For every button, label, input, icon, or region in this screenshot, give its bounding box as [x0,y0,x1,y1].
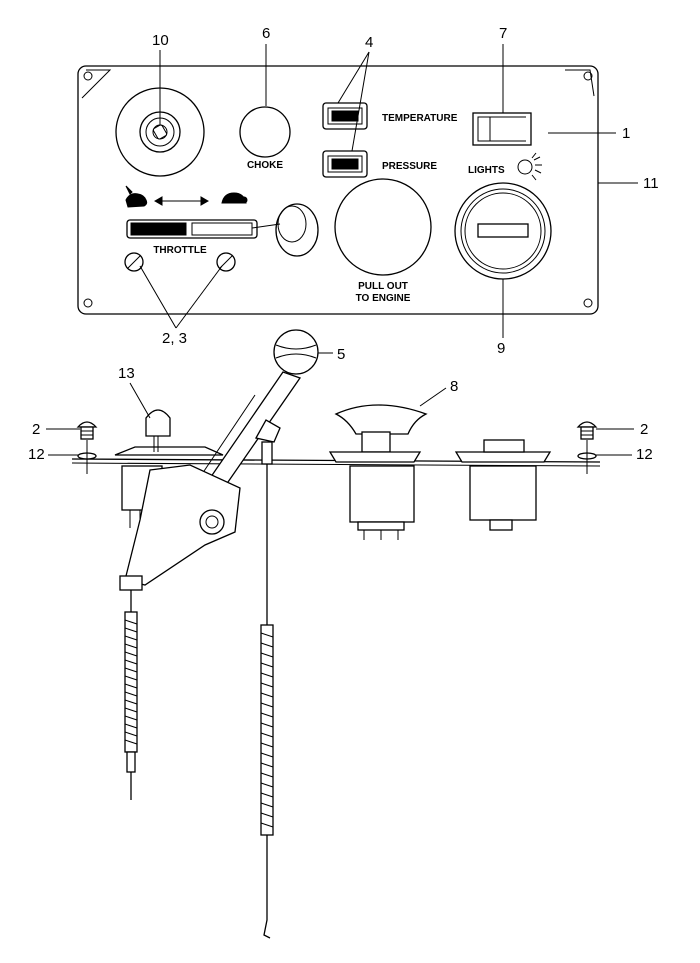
callout-1: 1 [622,125,630,142]
lights-label: LIGHTS [468,165,505,176]
mount-hole-br [583,298,593,308]
callouts-top: 10 6 4 7 1 11 9 2, 3 [139,25,659,357]
pressure-label: PRESSURE [382,161,437,172]
choke-knob [239,106,291,158]
hour-meter-body [454,439,552,531]
callout-12-left: 12 [28,446,45,463]
pull-out-knob [334,178,432,276]
choke-label: CHOKE [247,160,283,171]
callout-9: 9 [497,340,505,357]
hour-meter [454,182,552,280]
callout-12-right: 12 [636,446,653,463]
temperature-label: TEMPERATURE [382,113,458,124]
throttle-screw-left [124,252,144,272]
pull-out-switch [328,404,428,540]
throttle-label: THROTTLE [153,245,207,256]
callout-7: 7 [499,25,507,42]
mount-hole-tl [83,71,93,81]
screw-right [576,421,598,440]
pressure-lamp [322,150,368,178]
mount-hole-bl [83,298,93,308]
callout-13: 13 [118,365,135,382]
throttle-lever [126,203,319,257]
callout-2-left: 2 [32,421,40,438]
control-panel-face: CHOKE TEMPERATURE PRESSURE LIGHTS [77,65,599,315]
panel-corner-tr [565,69,595,97]
exploded-side-view [71,329,601,939]
pull-out-label-line2: TO ENGINE [356,293,411,304]
callouts-bottom: 5 13 8 2 12 2 12 [28,346,653,463]
throttle-lever-assembly [119,329,319,591]
callout-6: 6 [262,25,270,42]
callout-2-right: 2 [640,421,648,438]
choke-cable [255,419,281,939]
light-bulb-icon [517,152,542,181]
panel-outline [77,65,599,315]
callout-4: 4 [365,34,373,51]
rabbit-icon [125,185,148,208]
throttle-cable [124,590,138,800]
temperature-lamp [322,102,368,130]
callout-2-3: 2, 3 [162,330,187,347]
pull-out-label-line1: PULL OUT [358,281,408,292]
lights-switch [472,112,532,146]
callout-11: 11 [643,175,659,192]
mount-hole-tr [583,71,593,81]
callout-5: 5 [337,346,345,363]
screw-left [76,421,98,440]
callout-10: 10 [152,32,169,49]
key-icon [145,409,171,452]
turtle-icon [221,192,248,204]
panel-corner-tl [81,69,112,99]
callout-8: 8 [450,378,458,395]
